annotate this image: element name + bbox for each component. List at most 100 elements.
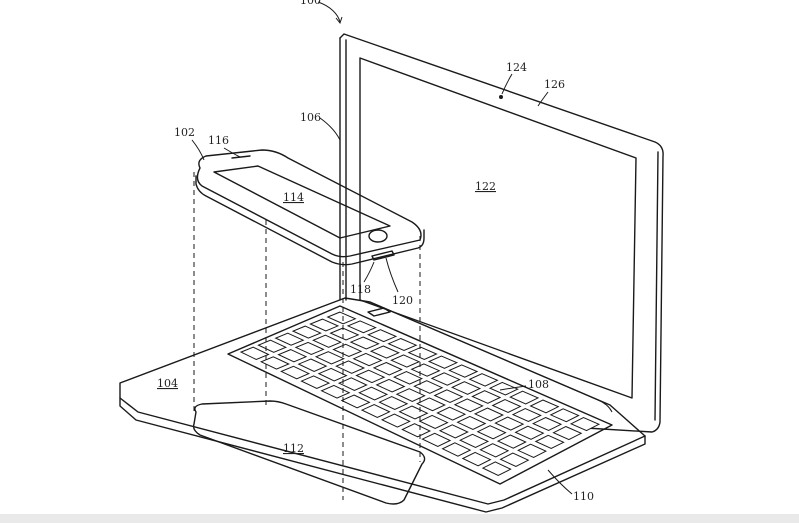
keyboard-key xyxy=(329,327,360,341)
keyboard-keys xyxy=(239,311,601,477)
keyboard-key xyxy=(326,311,357,325)
keyboard-key xyxy=(297,358,328,372)
keyboard-key xyxy=(413,380,444,394)
display-outer-frame xyxy=(339,33,664,433)
label-110: 110 xyxy=(573,490,594,503)
keyboard-key xyxy=(320,384,351,399)
keyboard-key xyxy=(259,356,290,370)
keyboard-key xyxy=(332,343,363,358)
keyboard-key xyxy=(418,414,449,429)
keyboard-key xyxy=(274,332,305,346)
keyboard-key xyxy=(450,381,482,395)
keyboard-well xyxy=(227,305,613,485)
label-104: 104 xyxy=(157,377,178,390)
keyboard-key xyxy=(390,354,421,368)
leader-102 xyxy=(191,139,205,161)
keyboard-key xyxy=(375,378,406,393)
figure-reference-arrow xyxy=(317,1,341,23)
keyboard-key xyxy=(398,405,429,420)
home-button xyxy=(368,229,388,243)
phone-screen xyxy=(213,165,391,239)
label-108: 108 xyxy=(528,378,549,391)
keyboard-key xyxy=(481,461,512,477)
phone-side-edge xyxy=(195,175,425,266)
keyboard-key xyxy=(239,346,270,361)
base-top-surface xyxy=(119,297,646,505)
keyboard-key xyxy=(401,423,432,438)
keyboard-key xyxy=(448,364,479,378)
hinge-line xyxy=(369,301,613,413)
keyboard-key xyxy=(317,367,348,382)
keyboard-key xyxy=(552,425,583,441)
keyboard-key xyxy=(491,399,522,413)
leader-120 xyxy=(385,257,399,293)
projection-lines xyxy=(193,172,421,500)
keyboard-key xyxy=(436,406,467,421)
keyboard-key xyxy=(421,432,452,448)
keyboard-key xyxy=(392,371,424,385)
reference-labels: 102 116 106 124 126 122 114 104 112 118 … xyxy=(157,61,594,503)
display-screen xyxy=(359,57,637,399)
keyboard-key xyxy=(499,452,530,468)
keyboard-key xyxy=(291,325,322,339)
keyboard-key xyxy=(300,375,331,390)
keyboard-key xyxy=(496,434,527,449)
label-118: 118 xyxy=(350,283,371,296)
keyboard-key xyxy=(410,363,441,377)
keyboard-key xyxy=(257,339,288,353)
keyboard-key xyxy=(407,346,438,360)
label-114: 114 xyxy=(283,191,304,204)
keyboard-key xyxy=(468,373,499,387)
base-connector xyxy=(367,307,391,317)
phone-top-surface xyxy=(196,149,422,258)
leader-124 xyxy=(501,73,513,95)
bottom-scrollbar-strip xyxy=(0,514,799,523)
keyboard-key xyxy=(355,369,386,384)
label-124: 124 xyxy=(506,61,527,74)
keyboard-key xyxy=(346,320,377,334)
label-122: 122 xyxy=(475,180,496,193)
keyboard-key xyxy=(532,416,563,432)
keyboard-key xyxy=(312,334,343,348)
camera xyxy=(499,95,503,99)
keyboard-key xyxy=(369,345,400,359)
keyboard-key xyxy=(569,417,601,432)
keyboard-key xyxy=(360,404,391,419)
keyboard-key xyxy=(335,360,366,374)
keyboard-key xyxy=(309,318,340,332)
keyboard-key xyxy=(549,408,580,423)
keyboard-key xyxy=(479,443,510,458)
keyboard-key xyxy=(372,361,403,376)
keyboard-key xyxy=(349,336,380,350)
phone-connector xyxy=(371,250,395,261)
keyboard-key xyxy=(358,386,389,401)
keyboard-key xyxy=(380,413,411,428)
keyboard-key xyxy=(473,407,504,422)
phone-speaker xyxy=(231,155,251,159)
keyboard-key xyxy=(427,355,459,369)
keyboard-key xyxy=(514,425,545,440)
keyboard-key xyxy=(461,451,492,467)
keyboard-key xyxy=(459,433,490,449)
keyboard-key xyxy=(517,443,548,459)
keyboard-key xyxy=(367,329,398,343)
keyboard-key xyxy=(433,389,464,404)
leader-106 xyxy=(319,117,341,141)
keyboard-key xyxy=(456,415,487,430)
keyboard-key xyxy=(294,341,325,356)
keyboard-key xyxy=(476,425,507,440)
keyboard-key xyxy=(453,398,484,413)
figure-reference-arrowhead xyxy=(335,16,343,25)
label-102: 102 xyxy=(174,126,195,139)
keyboard-key xyxy=(534,434,565,450)
figure-reference-label: 100 xyxy=(300,0,321,7)
phone xyxy=(195,149,425,266)
keyboard-key xyxy=(352,352,383,367)
label-126: 126 xyxy=(544,78,565,91)
trackpad xyxy=(192,400,426,505)
leader-110 xyxy=(547,469,573,495)
keyboard-key xyxy=(509,390,540,405)
keyboard-key xyxy=(488,381,519,396)
